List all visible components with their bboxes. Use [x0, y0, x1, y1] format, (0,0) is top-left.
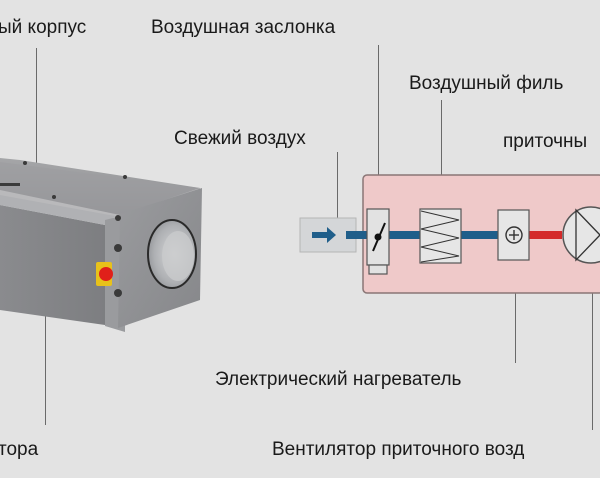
filter-symbol — [419, 208, 462, 264]
label-fresh-air: Свежий воздух — [174, 128, 306, 149]
leader-motor — [45, 270, 46, 425]
label-motor: тора — [0, 439, 39, 460]
ventilation-unit-photo — [0, 158, 202, 332]
label-housing: ый корпус — [0, 17, 87, 38]
label-supply: приточны — [503, 131, 588, 152]
leader-heater — [515, 248, 516, 363]
label-filter: Воздушный филь — [409, 73, 564, 94]
leader-fresh-air — [337, 152, 338, 232]
hot-duct — [529, 231, 562, 239]
cold-duct-2 — [388, 231, 420, 239]
label-heater: Электрический нагреватель — [215, 369, 462, 390]
unit-front-face — [0, 205, 105, 325]
cold-duct-1 — [346, 231, 368, 239]
arrow-right-icon — [312, 227, 336, 243]
leader-housing — [36, 48, 37, 178]
cold-duct-3 — [461, 231, 499, 239]
leader-fan — [592, 250, 593, 430]
label-damper: Воздушная заслонка — [151, 17, 336, 38]
fan-symbol — [562, 206, 600, 264]
leader-filter — [441, 100, 442, 210]
label-fan: Вентилятор приточного возд — [272, 439, 525, 460]
schematic — [299, 174, 600, 294]
leader-damper — [378, 45, 379, 213]
